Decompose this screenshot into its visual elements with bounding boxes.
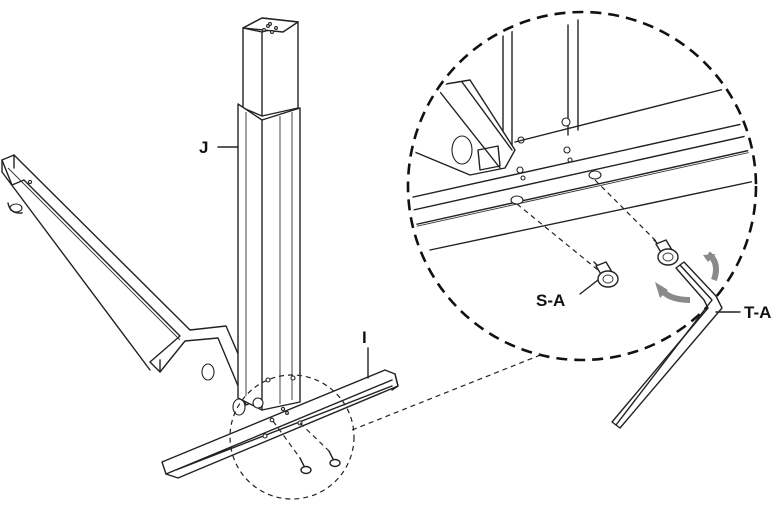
label-tool: T-A: [744, 303, 771, 322]
rotation-arrow-icon: [655, 251, 719, 303]
small-screw-left: [299, 457, 312, 475]
screw-right: [653, 239, 679, 266]
label-foot: I: [362, 328, 367, 347]
magnified-detail: [406, 10, 758, 362]
screw-left: [593, 261, 619, 288]
small-screw-right: [328, 450, 341, 468]
zoom-connector-line: [351, 351, 549, 431]
lifting-column: [237, 17, 301, 411]
label-screw: S-A: [536, 291, 565, 310]
detail-circle-small: [229, 374, 355, 500]
hex-key-tool: [611, 261, 723, 429]
side-frame-arm: [1, 154, 259, 416]
label-column: J: [199, 138, 208, 157]
leader-line-screw: [579, 279, 599, 295]
